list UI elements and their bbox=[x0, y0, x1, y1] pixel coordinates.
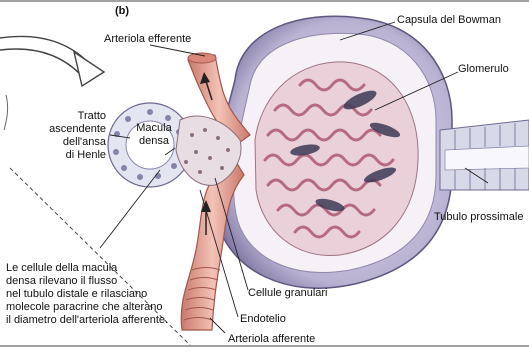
tratto-line-4: di Henle bbox=[36, 149, 106, 162]
caption-line-2: densa rilevano il flusso bbox=[6, 275, 168, 288]
tratto-line-1: Tratto bbox=[36, 110, 106, 123]
tratto-line-2: ascendente bbox=[36, 123, 106, 136]
tratto-line-3: dell'ansa bbox=[36, 136, 106, 149]
label-capsula-bowman: Capsula del Bowman bbox=[397, 14, 501, 27]
curved-arrow-icon bbox=[0, 36, 104, 86]
caption-text: Le cellule della macula densa rilevano i… bbox=[6, 262, 168, 327]
glomerulus bbox=[255, 62, 418, 256]
caption-line-5: il diametro dell'arteriola afferente. bbox=[6, 314, 168, 327]
caption-line-4: molecole paracrine che alterano bbox=[6, 301, 168, 314]
label-tratto-ascendente: Tratto ascendente dell'ansa di Henle bbox=[36, 110, 106, 162]
caption-line-3: nel tubulo distale e rilasciano bbox=[6, 288, 168, 301]
macula-line-2: densa bbox=[134, 135, 174, 148]
label-endotelio: Endotelio bbox=[240, 313, 286, 326]
label-tubulo-prossimale: Tubulo prossimale bbox=[434, 211, 523, 224]
panel-tag: (b) bbox=[115, 5, 129, 17]
label-cellule-granulari: Cellule granulari bbox=[248, 287, 328, 300]
proximal-tubule bbox=[440, 120, 529, 190]
label-glomerulo: Glomerulo bbox=[458, 63, 509, 76]
macula-line-1: Macula bbox=[134, 122, 174, 135]
label-arteriola-efferente: Arteriola efferente bbox=[104, 33, 191, 46]
label-arteriola-afferente: Arteriola afferente bbox=[228, 333, 315, 346]
caption-line-1: Le cellule della macula bbox=[6, 262, 168, 275]
label-macula-densa: Macula densa bbox=[134, 122, 174, 148]
